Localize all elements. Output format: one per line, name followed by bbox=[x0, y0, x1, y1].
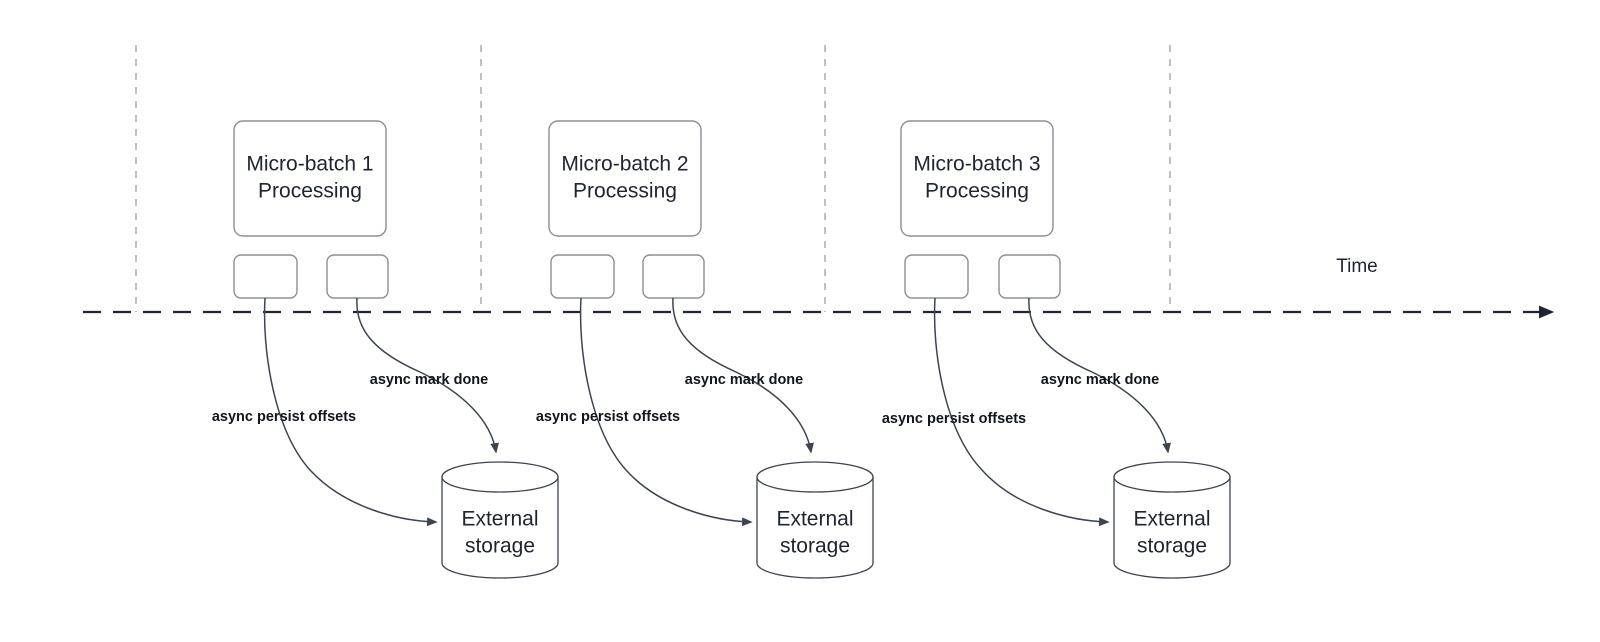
micro-batch-2-persist-task-box[interactable] bbox=[550, 254, 615, 299]
batch-group-2: Micro-batch 2 Processing async persist o… bbox=[536, 120, 874, 579]
async-mark-done-label-1: async mark done bbox=[370, 372, 488, 388]
timeline-axis-group: Time bbox=[83, 256, 1555, 319]
batch-group-1: Micro-batch 1 Processing async persist o… bbox=[212, 120, 559, 579]
micro-batch-2-label-line1: Micro-batch 2 bbox=[561, 153, 688, 176]
external-storage-1-label-line1: External bbox=[461, 508, 538, 531]
async-persist-offsets-label-2: async persist offsets bbox=[536, 409, 680, 425]
async-mark-done-arrow-2 bbox=[672, 297, 814, 454]
micro-batch-1-label-line2: Processing bbox=[258, 180, 362, 203]
async-mark-done-arrow-1 bbox=[356, 297, 499, 454]
micro-batch-1-box[interactable] bbox=[233, 120, 387, 237]
async-persist-offsets-label-3: async persist offsets bbox=[882, 411, 1026, 427]
external-storage-1-label-line2: storage bbox=[465, 535, 535, 558]
gridlines-group bbox=[135, 45, 1171, 312]
micro-batch-1-persist-task-box[interactable] bbox=[233, 254, 298, 299]
external-storage-1-top bbox=[441, 461, 559, 493]
external-storage-2-label-line2: storage bbox=[780, 535, 850, 558]
micro-batch-1-mark-done-task-box[interactable] bbox=[326, 254, 389, 299]
micro-batch-3-persist-task-box[interactable] bbox=[904, 254, 969, 299]
micro-batch-2-label-line2: Processing bbox=[573, 180, 677, 203]
micro-batch-3-box[interactable] bbox=[900, 120, 1054, 237]
async-mark-done-label-3: async mark done bbox=[1041, 372, 1159, 388]
external-storage-3-top bbox=[1113, 461, 1231, 493]
external-storage-2-body bbox=[756, 477, 874, 579]
async-persist-offsets-arrow-1 bbox=[263, 297, 438, 527]
micro-batch-2-box[interactable] bbox=[548, 120, 702, 237]
external-storage-1-body bbox=[441, 477, 559, 579]
time-axis-label: Time bbox=[1336, 256, 1378, 277]
async-persist-offsets-arrow-2 bbox=[579, 297, 753, 527]
async-mark-done-arrow-3 bbox=[1028, 297, 1171, 454]
batch-group-3: Micro-batch 3 Processing async persist o… bbox=[882, 120, 1231, 579]
external-storage-2-top bbox=[756, 461, 874, 493]
micro-batch-3-label-line2: Processing bbox=[925, 180, 1029, 203]
external-storage-3-label-line2: storage bbox=[1137, 535, 1207, 558]
external-storage-3-label-line1: External bbox=[1133, 508, 1210, 531]
external-storage-3-body bbox=[1113, 477, 1231, 579]
async-mark-done-label-2: async mark done bbox=[685, 372, 803, 388]
async-persist-offsets-label-1: async persist offsets bbox=[212, 409, 356, 425]
micro-batch-3-label-line1: Micro-batch 3 bbox=[913, 153, 1040, 176]
async-persist-offsets-arrow-3 bbox=[933, 297, 1110, 527]
micro-batch-2-mark-done-task-box[interactable] bbox=[642, 254, 705, 299]
micro-batch-1-label-line1: Micro-batch 1 bbox=[246, 153, 373, 176]
micro-batch-3-mark-done-task-box[interactable] bbox=[998, 254, 1061, 299]
external-storage-2-label-line1: External bbox=[776, 508, 853, 531]
